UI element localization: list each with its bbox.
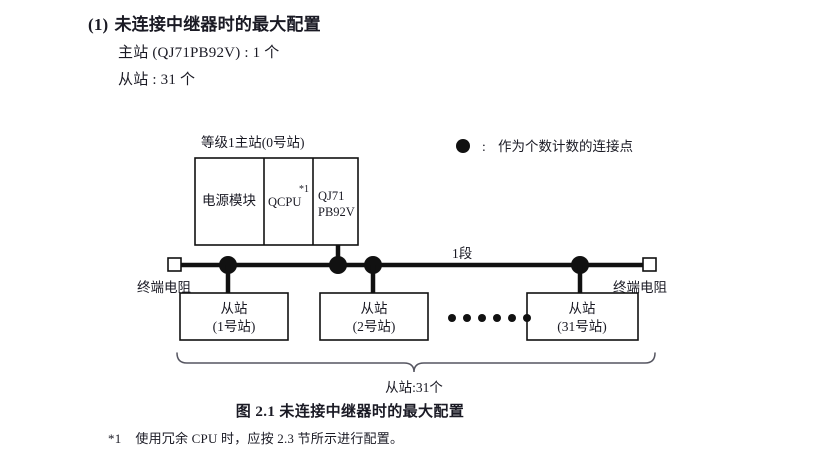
spec-line-slave: 从站 : 31 个 <box>118 72 196 88</box>
terminator-left-label: 终端电阻 <box>137 280 191 295</box>
bus-node-master <box>329 256 347 274</box>
legend-text: 作为个数计数的连接点 <box>498 138 633 154</box>
network-module-label-line1: QJ71 <box>318 189 344 203</box>
slave-2-title: 从站 <box>361 301 388 316</box>
figure-caption: 图 2.1 未连接中继器时的最大配置 <box>235 404 465 420</box>
module-rack <box>194 157 359 246</box>
network-configuration-diagram: : 作为个数计数的连接点 等级1主站(0号站) 电源模块 QCPU *1 QJ7… <box>0 120 821 395</box>
slave-31-title: 从站 <box>569 301 596 316</box>
slave-group-label: 从站:31个 <box>385 380 443 395</box>
terminator-right-label: 终端电阻 <box>613 280 667 295</box>
terminator-left-icon <box>167 257 182 272</box>
footnote-text: 使用冗余 CPU 时，应按 2.3 节所示进行配置。 <box>135 431 404 446</box>
legend-filled-circle-icon <box>456 139 470 153</box>
cpu-footnote-mark: *1 <box>299 184 309 195</box>
spec-line-master: 主站 (QJ71PB92V) : 1 个 <box>118 45 280 61</box>
slave-group-brace <box>176 352 656 373</box>
legend-separator: : <box>482 139 486 154</box>
master-station-label: 等级1主站(0号站) <box>201 134 305 150</box>
footnote-mark: *1 <box>108 431 122 446</box>
slave-station-box-2 <box>319 292 429 341</box>
terminator-right-icon <box>642 257 657 272</box>
section-number: (1) <box>88 15 109 34</box>
ellipsis-dots <box>448 314 531 322</box>
network-module-label-line2: PB92V <box>318 205 355 219</box>
slave-31-station: (31号站) <box>557 319 607 334</box>
slave-1-title: 从站 <box>221 301 248 316</box>
cpu-module-label: QCPU <box>268 195 301 209</box>
slave-station-box-1 <box>179 292 289 341</box>
segment-label: 1段 <box>452 246 472 261</box>
section-title: 未连接中继器时的最大配置 <box>114 15 321 34</box>
slave-1-station: (1号站) <box>213 319 256 334</box>
footnote: *1 使用冗余 CPU 时，应按 2.3 节所示进行配置。 <box>108 428 403 447</box>
power-module-label: 电源模块 <box>202 193 256 208</box>
slave-2-station: (2号站) <box>353 319 396 334</box>
section-heading: (1) 未连接中继器时的最大配置 <box>88 10 321 35</box>
slave-station-box-31 <box>526 292 639 341</box>
